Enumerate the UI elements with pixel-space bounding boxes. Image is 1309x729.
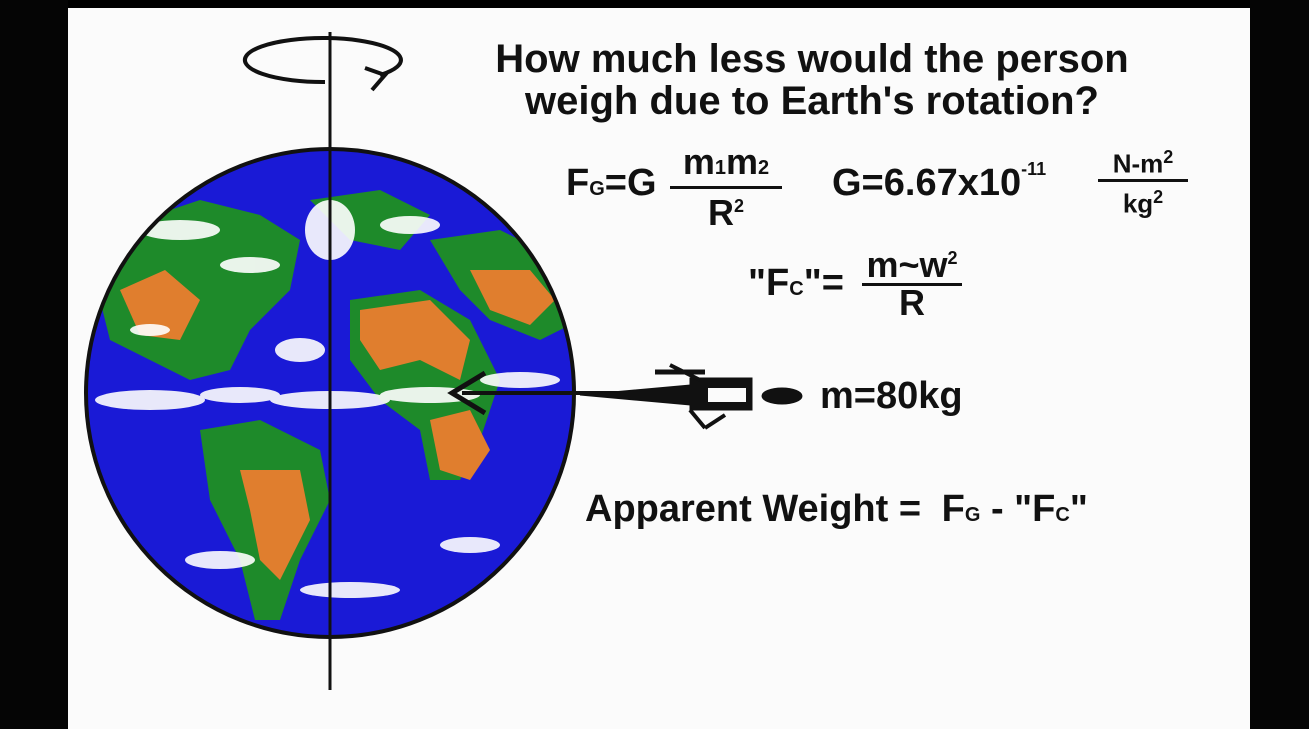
aw-fg-subscript: G: [964, 504, 981, 526]
gravity-fraction: m1m2 R2: [670, 141, 782, 233]
unit-denominator-exponent: 2: [1153, 186, 1164, 207]
centripetal-fraction: m~w2 R: [862, 240, 962, 323]
cloud-bands: [95, 200, 560, 598]
rotation-arrow-icon: [242, 36, 403, 92]
m1-symbol: m: [682, 141, 715, 182]
apparent-weight-equation: Apparent Weight = FG - "FC": [585, 488, 1088, 531]
mw-symbol: m~w: [866, 244, 948, 285]
w-exponent: 2: [947, 248, 958, 268]
centripetal-formula: "FC"=: [748, 262, 844, 305]
question-title-line1: How much less would the person: [495, 37, 1129, 81]
fg-symbol: F: [566, 162, 590, 204]
fc-subscript: C: [789, 278, 804, 300]
unit-numerator: N-m: [1112, 148, 1164, 179]
fc-equals: "=: [803, 262, 844, 304]
r-denominator: R: [899, 282, 925, 323]
r-symbol: R: [707, 192, 734, 233]
gravity-formula: FG=G: [566, 162, 657, 205]
aw-minus-fc: - "F: [990, 488, 1056, 530]
question-title-line2: weigh due to Earth's rotation?: [525, 79, 1099, 123]
mass-label: m=80kg: [820, 375, 963, 417]
g-constant-value: G=6.67x10: [832, 162, 1022, 204]
r-exponent: 2: [733, 196, 744, 216]
person-figure: [579, 363, 803, 430]
aw-close-quote: ": [1069, 488, 1088, 530]
letterbox-left: [0, 0, 68, 729]
aw-fc-subscript: C: [1055, 504, 1070, 526]
apparent-weight-label: Apparent Weight =: [585, 488, 922, 530]
m2-symbol: m: [726, 141, 759, 182]
m2-subscript: 2: [758, 157, 770, 179]
g-unit-fraction: N-m2 kg2: [1098, 142, 1188, 218]
fg-subscript: G: [589, 178, 605, 200]
fc-open: "F: [748, 262, 790, 304]
m1-subscript: 1: [714, 157, 726, 179]
aw-fg-symbol: F: [941, 488, 965, 530]
letterbox-right: [1250, 0, 1309, 729]
unit-denominator: kg: [1122, 188, 1154, 219]
fg-equals: =G: [604, 162, 657, 204]
question-title: How much less would the person weigh due…: [446, 38, 1178, 122]
g-constant: G=6.67x10-11: [832, 159, 1047, 205]
unit-numerator-exponent: 2: [1163, 147, 1174, 167]
g-constant-exponent: -11: [1021, 159, 1047, 180]
